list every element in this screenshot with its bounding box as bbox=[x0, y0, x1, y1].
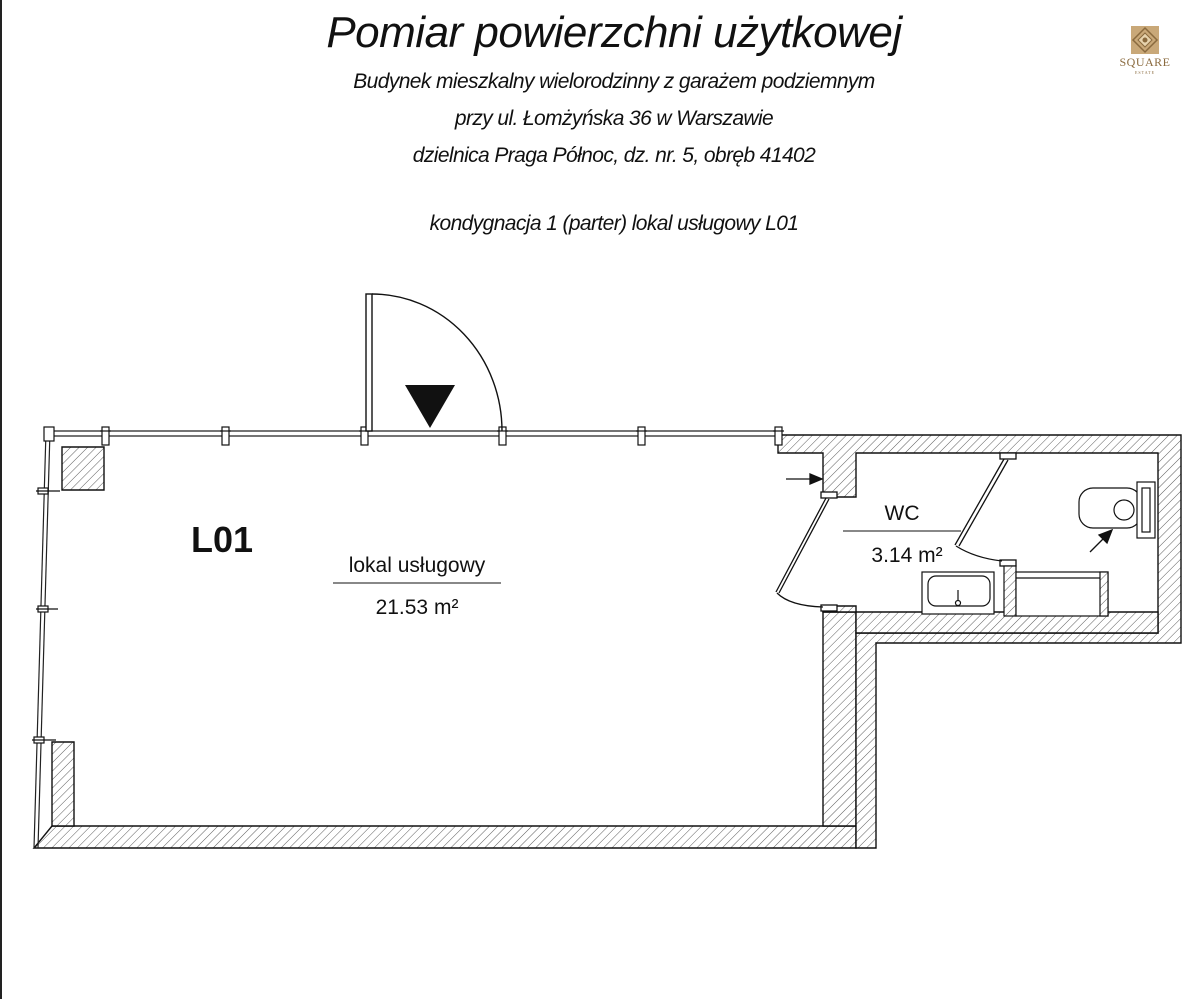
entrance-arrow-icon bbox=[405, 385, 455, 428]
left-facade-glazing bbox=[33, 430, 51, 849]
wc-door bbox=[775, 491, 838, 612]
entrance-door bbox=[365, 293, 503, 432]
wall-structure bbox=[32, 434, 1182, 849]
front-glazing bbox=[46, 430, 780, 437]
room-area-wc: 3.14 m² bbox=[871, 544, 942, 567]
logo-text: SQUARE bbox=[1119, 55, 1171, 69]
room-name-main: lokal usługowy bbox=[349, 554, 486, 577]
page-title: Pomiar powierzchni użytkowej bbox=[326, 8, 902, 57]
arrow-markers bbox=[786, 473, 1114, 553]
company-logo: SQUARE ESTATE bbox=[1110, 26, 1180, 75]
floor-description: kondygnacja 1 (parter) lokal usługowy L0… bbox=[429, 212, 799, 235]
building-description: Budynek mieszkalny wielorodzinny z garaż… bbox=[353, 70, 875, 93]
unit-code-label: L01 bbox=[191, 519, 253, 560]
room-area-main: 21.53 m² bbox=[376, 596, 459, 619]
page-frame-left bbox=[0, 0, 2, 999]
building-district: dzielnica Praga Północ, dz. nr. 5, obręb… bbox=[412, 144, 816, 167]
installation-shaft bbox=[1003, 565, 1109, 617]
logo-subtext: ESTATE bbox=[1134, 70, 1156, 75]
toilet-icon bbox=[1078, 481, 1156, 539]
sink-icon bbox=[921, 571, 995, 615]
window-mullions bbox=[32, 426, 784, 744]
logo-emblem-icon bbox=[1131, 26, 1159, 54]
room-name-wc: WC bbox=[885, 502, 920, 525]
building-address: przy ul. Łomżyńska 36 w Warszawie bbox=[454, 107, 774, 130]
wc-inner-door bbox=[954, 452, 1017, 567]
